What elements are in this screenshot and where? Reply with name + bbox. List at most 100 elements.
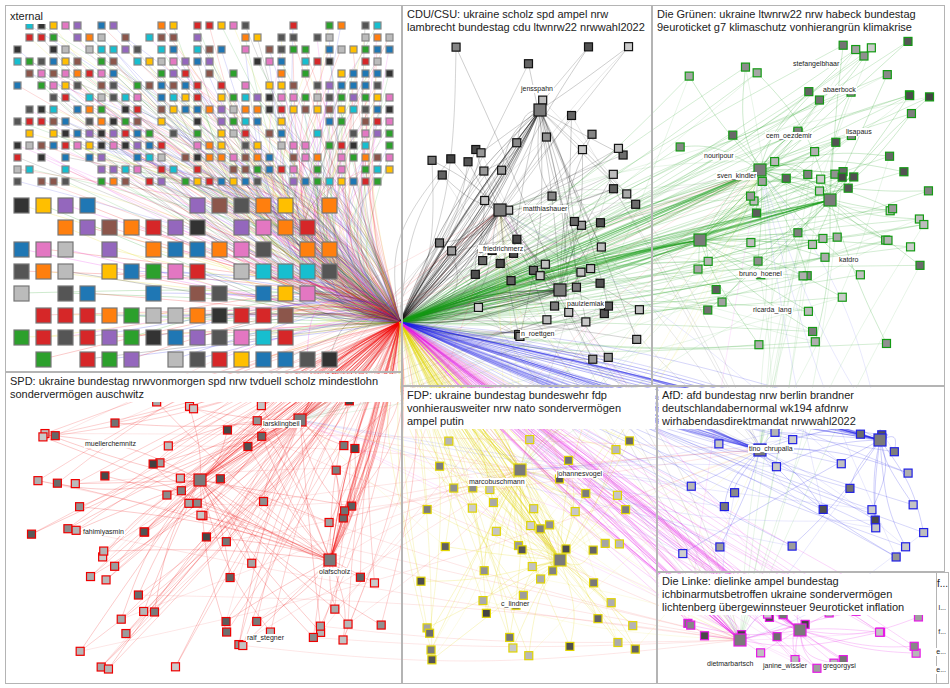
vertex-icon (134, 94, 141, 101)
vertex-icon (338, 118, 345, 125)
vertex-icon (223, 426, 231, 434)
network-edge (149, 133, 400, 322)
vertex-icon (254, 142, 261, 149)
vertex-icon (202, 533, 210, 541)
vertex-icon (804, 170, 812, 178)
vertex-icon (452, 43, 460, 51)
vertex-icon (542, 133, 550, 141)
vertex-icon (158, 82, 165, 89)
vertex-icon (326, 34, 333, 41)
vertex-icon (14, 330, 29, 345)
vertex-icon (248, 559, 256, 567)
network-edge (400, 200, 830, 322)
network-edge (29, 169, 400, 322)
vertex-icon (350, 154, 357, 161)
network-edge (65, 25, 400, 322)
network-edge (724, 450, 760, 507)
vertex-icon (14, 242, 29, 257)
network-edge (720, 450, 760, 547)
vertex-icon (799, 272, 807, 280)
network-edge (540, 110, 636, 204)
vertex-icon (350, 94, 357, 101)
vertex-icon (278, 106, 285, 113)
vertex-icon (370, 579, 378, 587)
vertex-icon (809, 240, 817, 248)
vertex-icon (74, 130, 81, 137)
vertex-icon (102, 308, 117, 323)
vertex-icon (98, 22, 105, 29)
vertex-icon (386, 106, 393, 113)
network-edge (113, 133, 400, 322)
vertex-icon (146, 286, 161, 301)
vertex-icon (124, 264, 139, 279)
vertex-icon (326, 178, 333, 185)
vertex-icon (168, 220, 183, 235)
vertex-icon (168, 242, 183, 257)
vertex-icon (98, 58, 105, 65)
vertex-icon (266, 106, 273, 113)
network-edge (190, 406, 201, 480)
vertex-icon (194, 106, 201, 113)
network-edge (80, 480, 200, 651)
vertex-icon (234, 264, 249, 279)
vertex-icon (98, 142, 105, 149)
vertex-icon (170, 58, 177, 65)
vertex-icon (190, 198, 205, 213)
vertex-icon (122, 106, 129, 113)
vertex-icon (110, 70, 117, 77)
network-edge (400, 200, 830, 322)
network-edge (400, 200, 830, 322)
vertex-icon (170, 46, 177, 53)
vertex-icon (111, 562, 119, 570)
vertex-icon (326, 94, 333, 101)
vertex-icon (26, 130, 33, 137)
vertex-icon (110, 94, 117, 101)
vertex-icon (924, 187, 932, 195)
vertex-icon (278, 142, 285, 149)
vertex-icon (278, 118, 285, 125)
vertex-icon (314, 106, 321, 113)
vertex-icon (266, 58, 273, 65)
vertex-icon (146, 264, 161, 279)
network-edge (76, 322, 400, 530)
network-edge (173, 169, 400, 322)
vertex-icon (212, 286, 227, 301)
vertex-icon (804, 307, 812, 315)
vertex-icon (819, 234, 827, 242)
network-edge (65, 61, 400, 322)
vertex-icon (350, 46, 357, 53)
network-edge (689, 76, 760, 170)
vertex-icon (570, 217, 578, 225)
network-edge (293, 85, 400, 322)
vertex-icon (50, 178, 57, 185)
vertex-icon (74, 34, 81, 41)
vertex-icon (134, 591, 142, 599)
vertex-icon (302, 142, 309, 149)
network-edge (400, 142, 836, 322)
network-edge (874, 440, 880, 528)
network-edge (200, 480, 313, 637)
vertex-icon (168, 308, 183, 323)
vertex-icon (290, 22, 297, 29)
vertex-icon (464, 158, 472, 166)
network-edge (113, 121, 400, 322)
network-edge (91, 322, 400, 577)
vertex-icon (242, 118, 249, 125)
vertex-icon (850, 173, 858, 181)
vertex-icon (290, 178, 297, 185)
vertex-icon (362, 58, 369, 65)
vertex-icon (14, 142, 21, 149)
vertex-icon (51, 432, 59, 440)
vertex-icon (50, 82, 57, 89)
vertex-icon (26, 142, 33, 149)
vertex-icon (331, 605, 339, 613)
network-edge (740, 632, 880, 640)
network-edge (137, 97, 400, 322)
network-edge (80, 507, 330, 560)
vertex-icon (206, 178, 213, 185)
network-edge (80, 322, 400, 507)
vertex-icon (110, 166, 117, 173)
vertex-icon (58, 286, 73, 301)
network-edge (400, 322, 829, 613)
network-edge (106, 322, 400, 580)
